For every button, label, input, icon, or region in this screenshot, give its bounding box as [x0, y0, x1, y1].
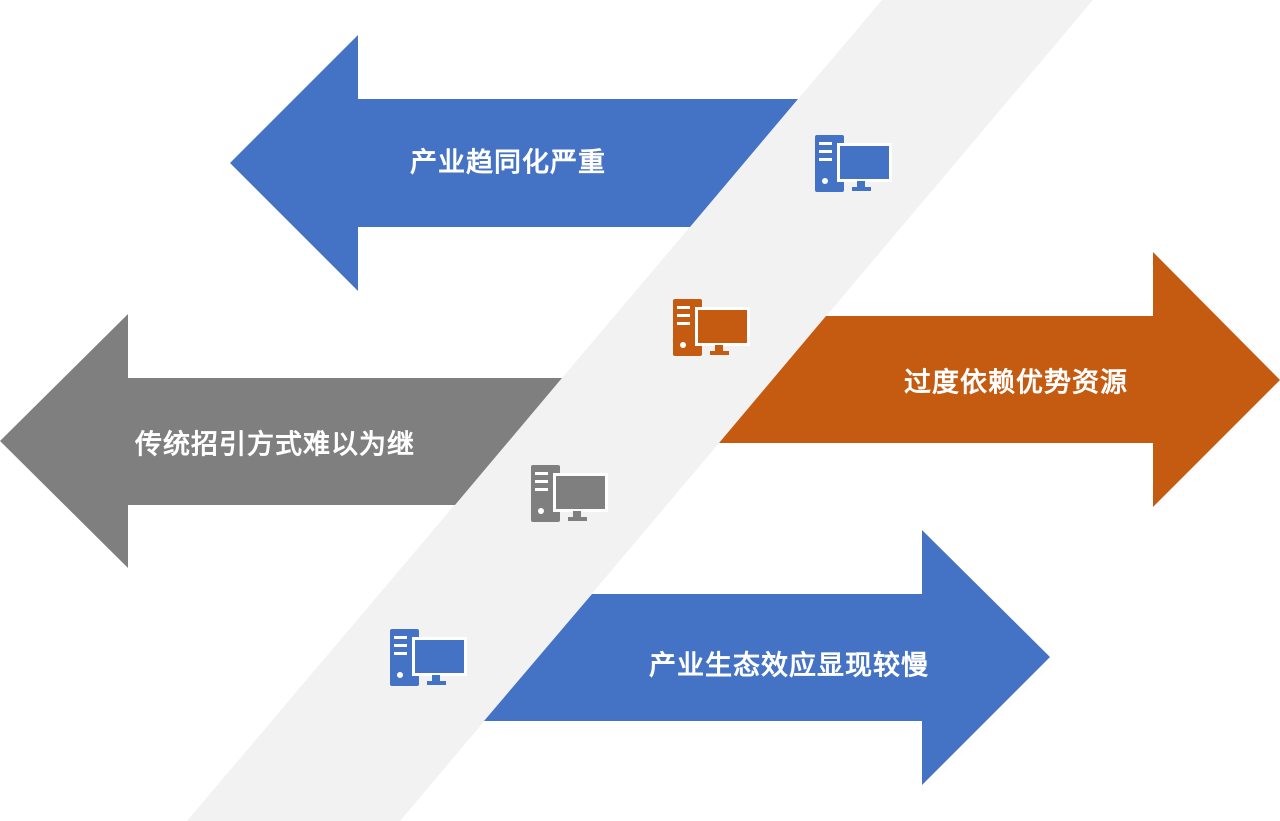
- arrow-3-label: 过度依赖优势资源: [904, 367, 1128, 399]
- arrow-3: [719, 252, 1280, 507]
- diagonal-band: [187, 0, 1093, 821]
- arrow-1: [230, 35, 798, 291]
- arrow-2-label: 传统招引方式难以为继: [135, 429, 415, 461]
- arrow-4: [484, 530, 1050, 785]
- arrow-2: [0, 314, 562, 568]
- arrow-1-label: 产业趋同化严重: [410, 147, 606, 179]
- arrow-4-label: 产业生态效应显现较慢: [649, 650, 929, 682]
